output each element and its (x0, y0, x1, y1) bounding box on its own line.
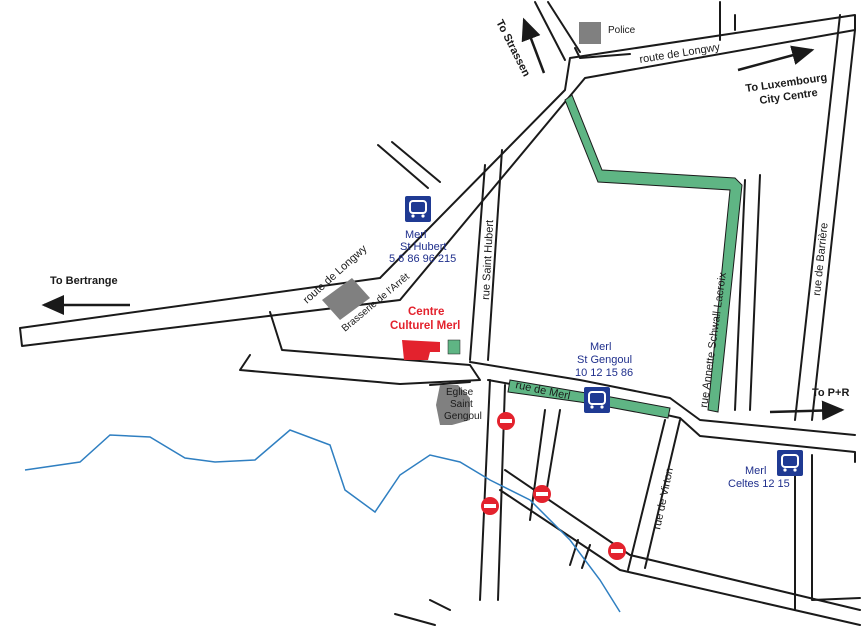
road-south-network (479, 379, 861, 626)
road-nw-spur (377, 141, 441, 189)
church-building (436, 385, 470, 425)
label-to-pr: To P+R (812, 387, 849, 399)
no-entry-signs (481, 412, 626, 560)
label-church-2: Saint (450, 399, 473, 410)
stop-st-gengoul-line2: St Gengoul (577, 354, 632, 366)
road-church-street (429, 381, 471, 611)
arrow-to-pr (769, 400, 845, 421)
stop-st-hubert-line1: Merl (405, 229, 426, 241)
no-entry-icon (481, 497, 499, 515)
stop-st-hubert-line3: 5 6 86 96 215 (389, 253, 456, 265)
label-church-3: Gengoul (444, 411, 482, 422)
label-centre-2: Culturel Merl (390, 320, 460, 332)
road-rue-de-virton (627, 419, 681, 571)
stop-st-hubert-line2: St Hubert (400, 241, 446, 253)
green-square (447, 339, 461, 355)
police-building (579, 22, 601, 44)
road-under-annette (734, 174, 761, 411)
road-lower-segment (394, 613, 436, 626)
stop-st-gengoul-line1: Merl (590, 341, 611, 353)
stop-celtes-line1: Merl (745, 465, 766, 477)
no-entry-icon (497, 412, 515, 430)
arrow-to-strassen (521, 17, 546, 74)
bus-icon-celtes[interactable] (777, 450, 803, 476)
road-strassen-branch (534, 1, 581, 61)
culture-center-building (402, 340, 440, 360)
bus-stop-icons (405, 196, 803, 476)
road-right-lower (794, 451, 861, 611)
road-network (19, 1, 861, 626)
bus-icon-st-hubert[interactable] (405, 196, 431, 222)
label-church-1: Eglise (446, 387, 474, 398)
brasserie-building (322, 278, 370, 320)
road-rue-de-barriere (794, 14, 856, 421)
bus-icon-st-gengoul[interactable] (584, 387, 610, 413)
river (24, 429, 621, 613)
stop-celtes-line2: Celtes 12 15 (728, 478, 790, 490)
street-rue-saint-hubert: rue Saint Hubert (480, 220, 496, 301)
arrow-to-luxembourg (737, 45, 815, 72)
street-rue-de-virton: rue de Virton (651, 467, 676, 531)
no-entry-icon (533, 485, 551, 503)
road-lower-west (239, 311, 481, 385)
stop-st-gengoul-line3: 10 12 15 86 (575, 367, 633, 379)
road-rue-saint-hubert (469, 149, 503, 361)
label-to-bertrange: To Bertrange (50, 275, 118, 287)
direction-arrows (41, 17, 845, 421)
green-path-annette (564, 94, 743, 413)
street-rue-de-merl: rue de Merl (514, 379, 571, 402)
label-police: Police (608, 25, 636, 36)
no-entry-icon (608, 542, 626, 560)
road-police-street (574, 1, 736, 59)
label-centre-1: Centre (408, 306, 444, 318)
buildings (322, 22, 601, 425)
